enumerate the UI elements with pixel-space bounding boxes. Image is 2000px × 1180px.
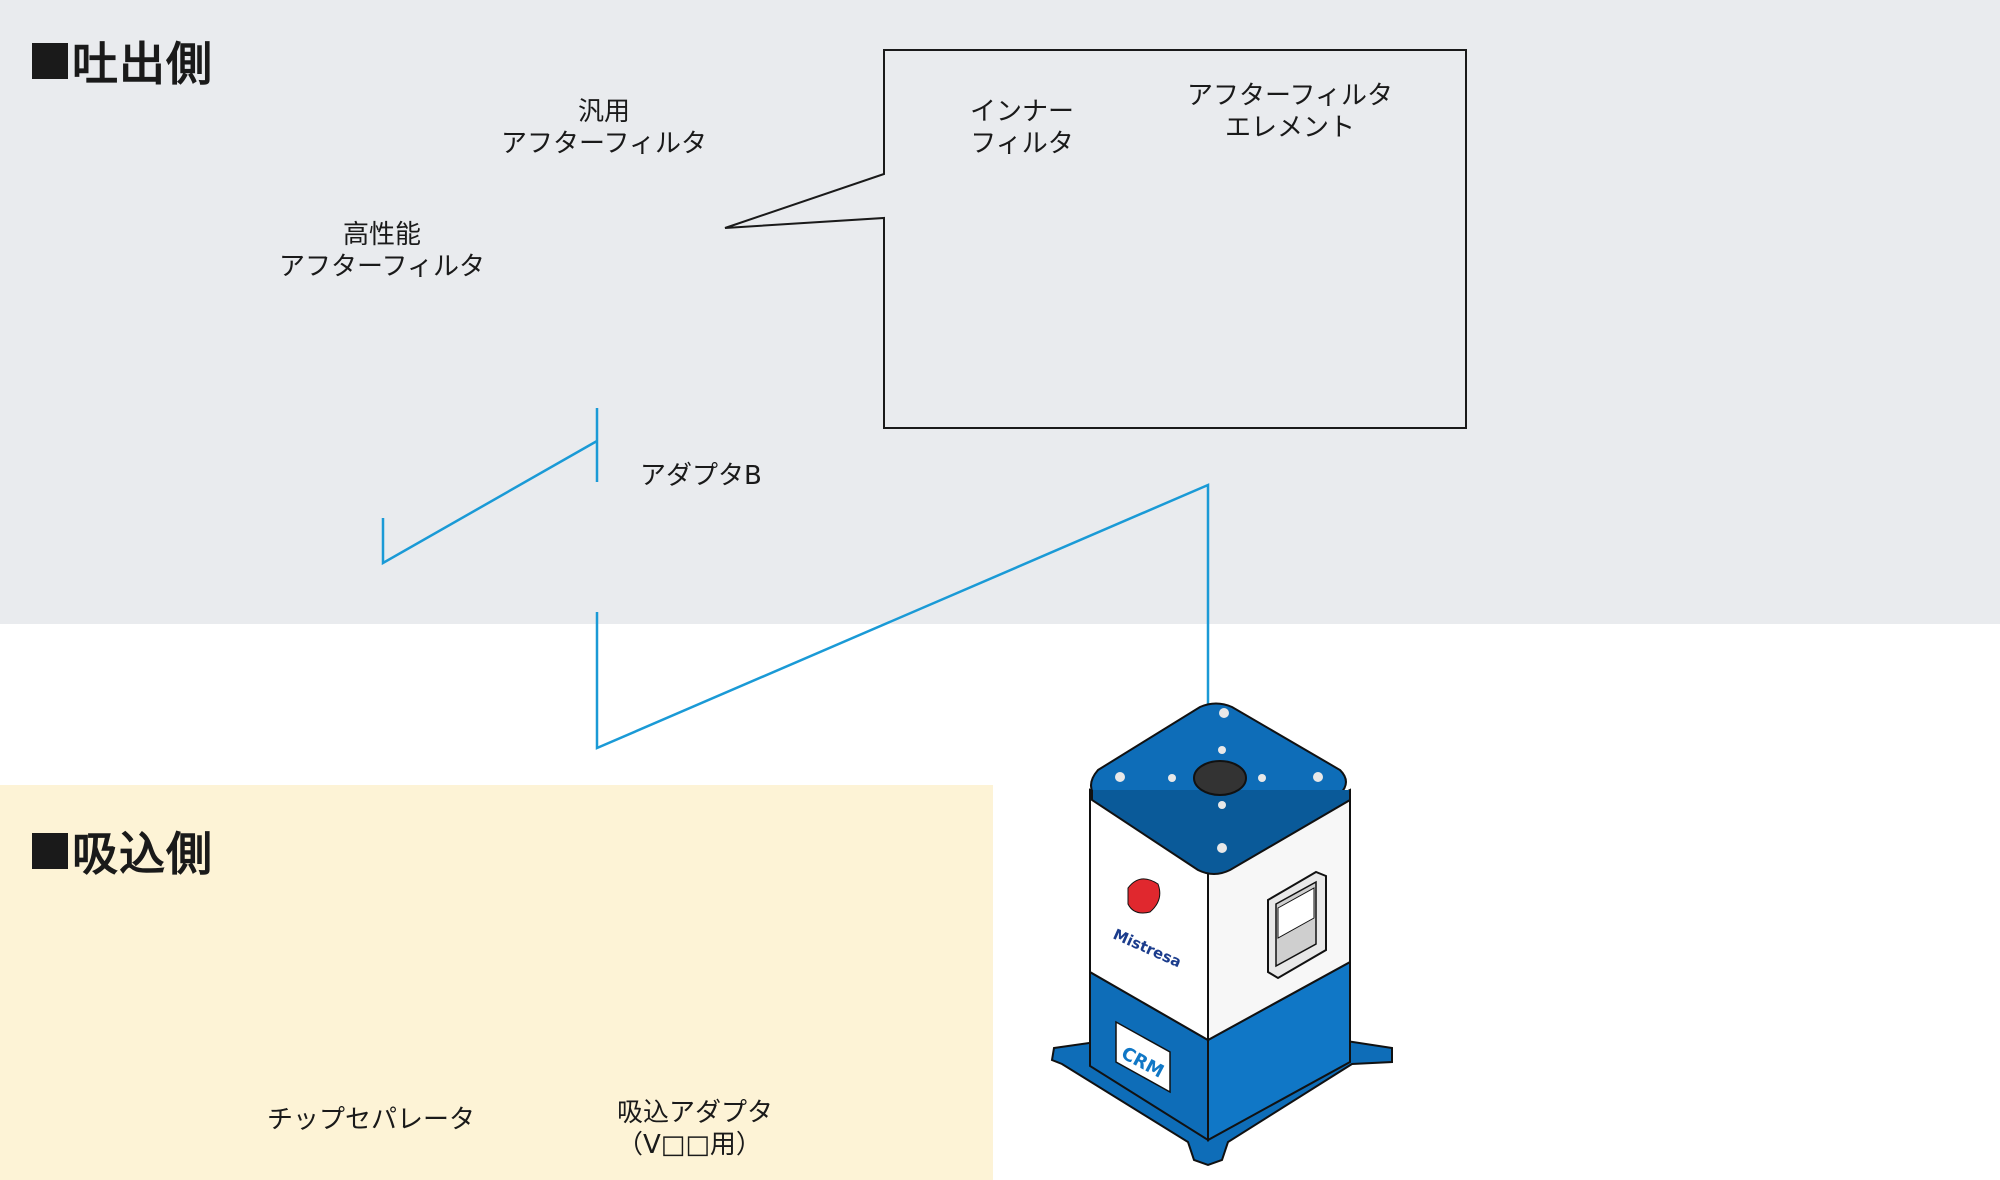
after-filter-element-label: アフターフィルタ エレメント	[1187, 81, 1393, 143]
chip-separator-label: チップセパレータ	[267, 1105, 476, 1135]
connector-lines	[381, 408, 1210, 750]
suction-adapter-label: 吸込アダプタ （V□□用）	[617, 1098, 774, 1160]
connector-line-adapter-b	[381, 408, 599, 566]
discharge-side-heading-text: 吐出側	[72, 37, 213, 91]
suction-side-heading: 吸込側	[32, 818, 213, 884]
suction-side-heading-text: 吸込側	[72, 827, 213, 881]
power-switch-icon	[1267, 870, 1327, 980]
connector-line-device	[595, 483, 1210, 750]
callout-box	[724, 49, 1467, 429]
square-bullet-icon	[32, 833, 68, 869]
adapter-b-label: アダプタB	[640, 461, 762, 491]
high-performance-after-filter-label: 高性能 アフターフィルタ	[279, 220, 485, 282]
discharge-side-heading: 吐出側	[32, 28, 213, 94]
inner-filter-label: インナー フィルタ	[969, 97, 1075, 159]
general-after-filter-label: 汎用 アフターフィルタ	[501, 97, 707, 159]
square-bullet-icon	[32, 43, 68, 79]
suction-side-panel	[0, 785, 993, 1180]
discharge-side-panel	[0, 0, 2000, 624]
blower-device-illustration: Mistresa CRM	[1050, 702, 1393, 1167]
